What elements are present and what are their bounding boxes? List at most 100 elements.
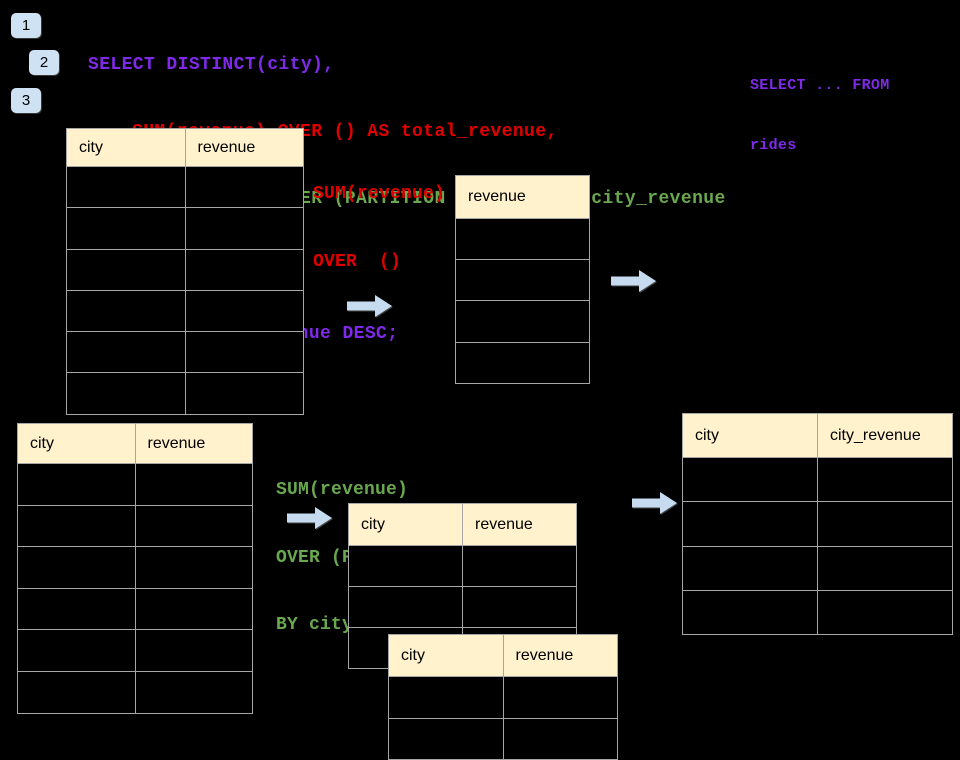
empty-cell <box>502 676 618 719</box>
empty-cell <box>388 717 504 760</box>
table-row <box>348 545 577 587</box>
empty-cell <box>682 589 818 636</box>
empty-cell <box>134 546 253 589</box>
annotation-line: SUM(revenue) <box>276 480 409 500</box>
column-header-revenue: revenue <box>462 503 577 546</box>
table-row <box>17 587 253 631</box>
flow-arrow-icon <box>347 295 392 317</box>
side-note-line: SELECT ... FROM <box>750 77 890 94</box>
step-badge-1: 1 <box>11 13 41 38</box>
table-row <box>66 207 304 250</box>
column-header-city_revenue: city_revenue <box>817 413 953 458</box>
empty-cell <box>455 259 590 302</box>
empty-cell <box>134 670 253 714</box>
flow-arrow-icon <box>611 270 656 292</box>
empty-cell <box>66 248 186 291</box>
empty-cell <box>134 463 253 506</box>
empty-cell <box>455 217 590 261</box>
table-row <box>388 717 618 760</box>
table-row <box>682 456 953 503</box>
table-row <box>455 217 590 261</box>
column-header-city: city <box>17 423 136 464</box>
slide-canvas: 1 2 3 SELECT DISTINCT(city), SUM(revenue… <box>11 13 953 760</box>
side-note-select-from-rides: SELECT ... FROM rides <box>750 36 890 196</box>
table-row <box>682 589 953 636</box>
empty-cell <box>184 248 304 291</box>
annotation-sum-over-empty: SUM(revenue) OVER () <box>313 138 445 318</box>
empty-cell <box>817 456 953 503</box>
table-row <box>455 300 590 343</box>
table-row <box>682 501 953 547</box>
empty-cell <box>66 165 186 209</box>
table-row <box>388 676 618 719</box>
sql-line-select: SELECT DISTINCT(city), <box>88 54 335 75</box>
empty-cell <box>17 504 136 548</box>
table-row <box>66 289 304 333</box>
empty-cell <box>134 629 253 672</box>
table-row <box>17 463 253 506</box>
empty-cell <box>455 341 590 384</box>
column-header-revenue: revenue <box>184 128 304 167</box>
empty-cell <box>17 670 136 714</box>
column-header-city: city <box>388 634 504 677</box>
empty-cell <box>682 545 818 591</box>
empty-cell <box>134 504 253 548</box>
step-badge-2: 2 <box>29 50 59 75</box>
empty-cell <box>455 300 590 343</box>
table-row <box>455 341 590 384</box>
empty-cell <box>184 165 304 209</box>
empty-cell <box>17 546 136 589</box>
table-row <box>66 248 304 291</box>
empty-cell <box>462 545 577 587</box>
empty-cell <box>682 456 818 503</box>
table-row <box>682 545 953 591</box>
table-row <box>17 670 253 714</box>
empty-cell <box>184 289 304 333</box>
column-header-city: city <box>682 413 818 458</box>
empty-cell <box>66 331 186 374</box>
step-badge-3: 3 <box>11 88 41 113</box>
table-row <box>66 331 304 374</box>
table-row <box>66 372 304 415</box>
table-row <box>66 165 304 209</box>
table-row <box>348 586 577 628</box>
empty-cell <box>17 463 136 506</box>
flow-arrow-icon <box>632 492 677 514</box>
empty-cell <box>66 372 186 415</box>
empty-cell <box>134 587 253 631</box>
column-header-city: city <box>348 503 463 546</box>
side-note-line: rides <box>750 137 797 154</box>
annotation-line: OVER () <box>313 251 402 272</box>
empty-cell <box>17 629 136 672</box>
flow-arrow-icon <box>287 507 332 529</box>
header-row: revenue <box>455 175 590 219</box>
empty-cell <box>462 586 577 628</box>
column-header-revenue: revenue <box>134 423 253 464</box>
empty-cell <box>817 589 953 636</box>
column-header-city: city <box>66 128 186 167</box>
empty-cell <box>502 717 618 760</box>
empty-cell <box>388 676 504 719</box>
table-total-revenue-result: revenue <box>455 175 590 384</box>
empty-cell <box>817 501 953 547</box>
empty-cell <box>17 587 136 631</box>
column-header-revenue: revenue <box>502 634 618 677</box>
empty-cell <box>184 207 304 250</box>
empty-cell <box>66 207 186 250</box>
column-header-revenue: revenue <box>455 175 590 219</box>
table-row <box>17 546 253 589</box>
empty-cell <box>348 545 463 587</box>
empty-cell <box>817 545 953 591</box>
annotation-line: SUM(revenue) <box>313 184 446 204</box>
table-row <box>17 629 253 672</box>
empty-cell <box>184 331 304 374</box>
